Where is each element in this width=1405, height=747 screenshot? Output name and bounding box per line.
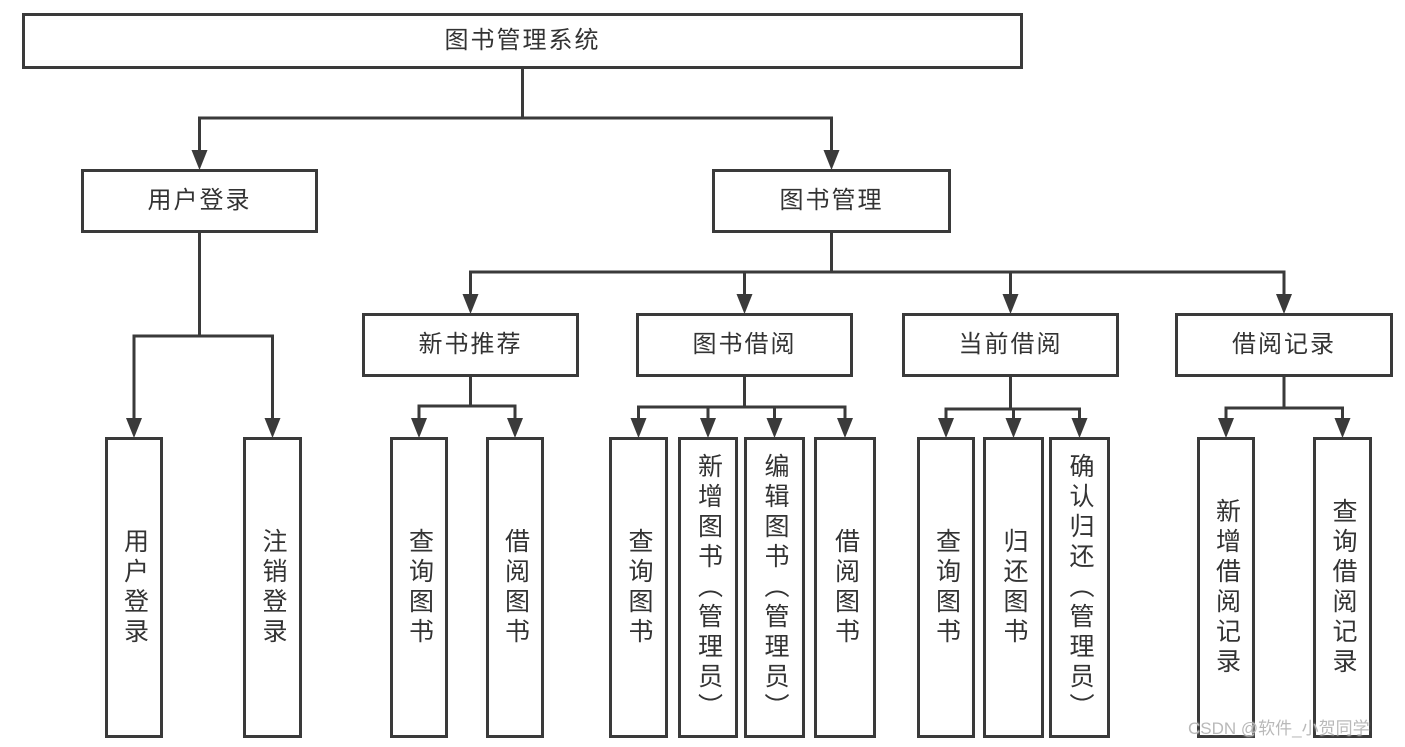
node-label: 查询借阅记录 — [1329, 497, 1357, 678]
node-label: 查询图书 — [932, 527, 961, 648]
node-book-borrowing: 图书借阅 — [636, 313, 853, 377]
node-label: 注销登录 — [259, 527, 287, 648]
node-user-login-leaf: 用户登录 — [105, 437, 163, 738]
node-label: 归还图书 — [1000, 527, 1028, 648]
node-label: 新书推荐 — [418, 331, 523, 358]
node-label: 用户登录 — [147, 187, 252, 214]
node-return-book: 归还图书 — [983, 437, 1044, 738]
node-borrowing-records: 借阅记录 — [1175, 313, 1393, 377]
node-logout: 注销登录 — [243, 437, 302, 738]
node-borrowing-query-book: 查询图书 — [609, 437, 668, 738]
node-label: 图书借阅 — [692, 331, 797, 358]
node-label: 用户登录 — [120, 527, 149, 648]
node-label: 图书管理 — [779, 187, 884, 214]
node-current-query-book: 查询图书 — [917, 437, 975, 738]
node-new-book-recommendation: 新书推荐 — [362, 313, 579, 377]
node-label: 新增图书（管理员） — [694, 452, 723, 723]
node-label: 图书管理系统 — [444, 27, 601, 54]
node-add-book-admin: 新增图书（管理员） — [678, 437, 738, 738]
node-label: 查询图书 — [405, 527, 434, 648]
node-confirm-return-admin: 确认归还（管理员） — [1049, 437, 1110, 738]
node-label: 查询图书 — [625, 527, 653, 648]
node-borrowing-borrow-book: 借阅图书 — [814, 437, 876, 738]
node-label: 新增借阅记录 — [1212, 497, 1241, 678]
watermark: CSDN @软件_小贺同学 — [1188, 719, 1370, 738]
node-add-borrow-record: 新增借阅记录 — [1197, 437, 1255, 738]
node-newbook-borrow-book: 借阅图书 — [486, 437, 544, 738]
node-user-login: 用户登录 — [81, 169, 318, 233]
node-edit-book-admin: 编辑图书（管理员） — [744, 437, 805, 738]
node-label: 借阅图书 — [831, 527, 860, 648]
node-label: 借阅图书 — [501, 527, 530, 648]
node-label: 借阅记录 — [1232, 331, 1336, 358]
node-label: 编辑图书（管理员） — [761, 452, 789, 723]
node-newbook-query-book: 查询图书 — [390, 437, 448, 738]
node-label: 当前借阅 — [958, 331, 1063, 358]
node-book-management: 图书管理 — [712, 169, 951, 233]
node-current-borrowing: 当前借阅 — [902, 313, 1119, 377]
node-query-borrow-record: 查询借阅记录 — [1313, 437, 1372, 738]
node-label: 确认归还（管理员） — [1066, 452, 1094, 723]
node-root: 图书管理系统 — [22, 13, 1023, 69]
